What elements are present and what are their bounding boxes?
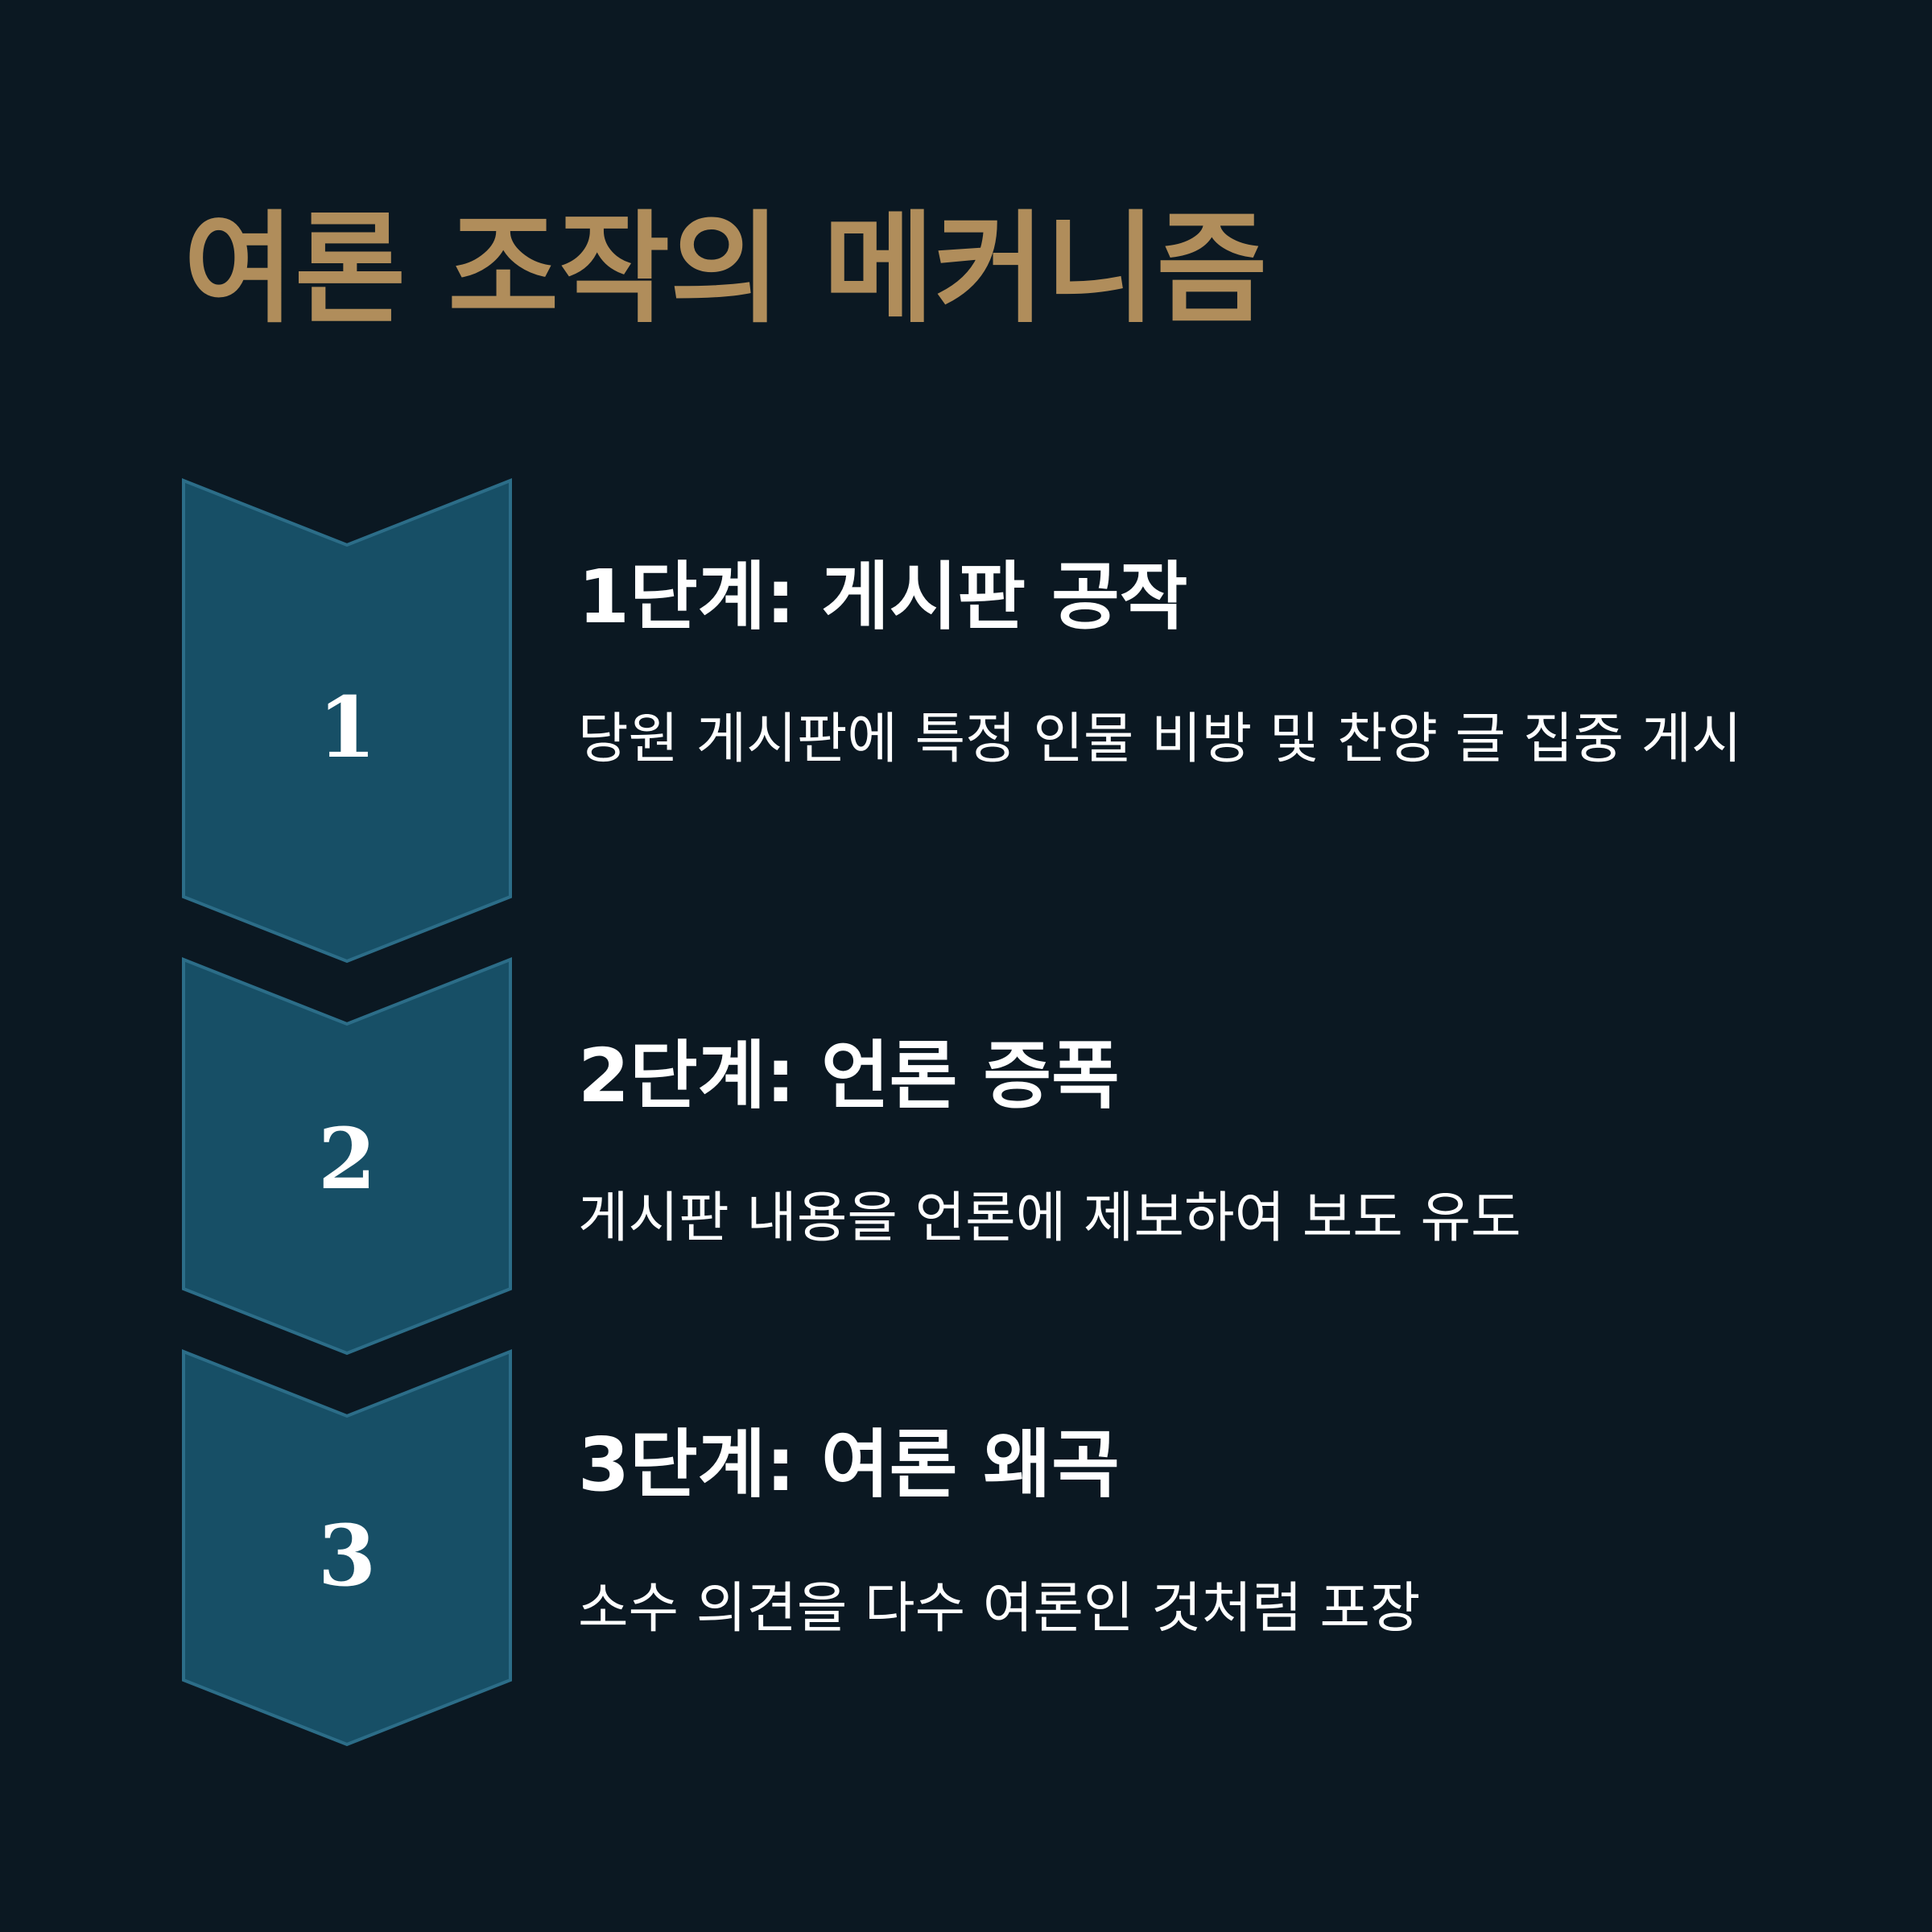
step-3-title: 3단계: 여론 왜곡 — [578, 1422, 1120, 1508]
chevron-number: 3 — [318, 1506, 376, 1605]
chevron-shape — [182, 957, 512, 1356]
step-1-description: 당원 게시판에 특정 인물 비방 및 찬양 글 집중 게시 — [578, 708, 1742, 771]
step-2-description: 게시판 내용을 언론에 제보하여 보도 유도 — [578, 1187, 1521, 1250]
step-1-title: 1단계: 게시판 공작 — [578, 554, 1188, 640]
chevron-shape — [182, 478, 512, 964]
chevron-number: 2 — [318, 1109, 376, 1208]
chevron-step-3: 3 — [182, 1349, 512, 1747]
step-3-description: 소수 의견을 다수 여론인 것처럼 포장 — [578, 1577, 1421, 1641]
chevron-step-1: 1 — [182, 478, 512, 964]
step-2-title: 2단계: 언론 증폭 — [578, 1033, 1120, 1119]
chevron-number: 1 — [318, 678, 376, 777]
page-title: 여론 조작의 메커니즘 — [184, 200, 1268, 340]
chevron-step-2: 2 — [182, 957, 512, 1356]
chevron-shape — [182, 1349, 512, 1747]
